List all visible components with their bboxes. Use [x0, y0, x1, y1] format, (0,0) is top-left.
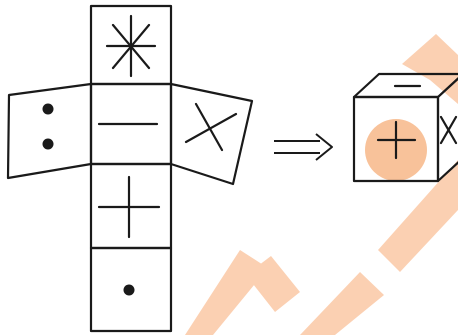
cube-top-face	[352, 72, 458, 99]
plus-symbol	[97, 175, 161, 239]
net-face-left	[6, 82, 93, 180]
watermark-stroke-4	[378, 160, 458, 272]
watermark-stroke-1	[185, 250, 268, 335]
asterisk-symbol	[105, 14, 157, 78]
cube-x-stroke-2	[439, 115, 458, 145]
watermark	[185, 34, 458, 335]
cross-x-symbol	[184, 102, 238, 152]
cube-right-face	[436, 77, 458, 183]
dot-upper	[42, 103, 54, 115]
net-face-right	[169, 82, 254, 186]
watermark-stroke-2	[246, 256, 300, 312]
cube-net	[6, 4, 254, 333]
net-face-bottom	[89, 246, 173, 333]
double-arrow-icon	[274, 133, 333, 161]
watermark-stroke-5	[402, 34, 458, 104]
cube	[352, 72, 458, 183]
watermark-stroke-3	[300, 272, 384, 335]
single-dot	[123, 284, 135, 296]
net-dots	[42, 103, 135, 296]
dot-lower	[42, 138, 54, 150]
